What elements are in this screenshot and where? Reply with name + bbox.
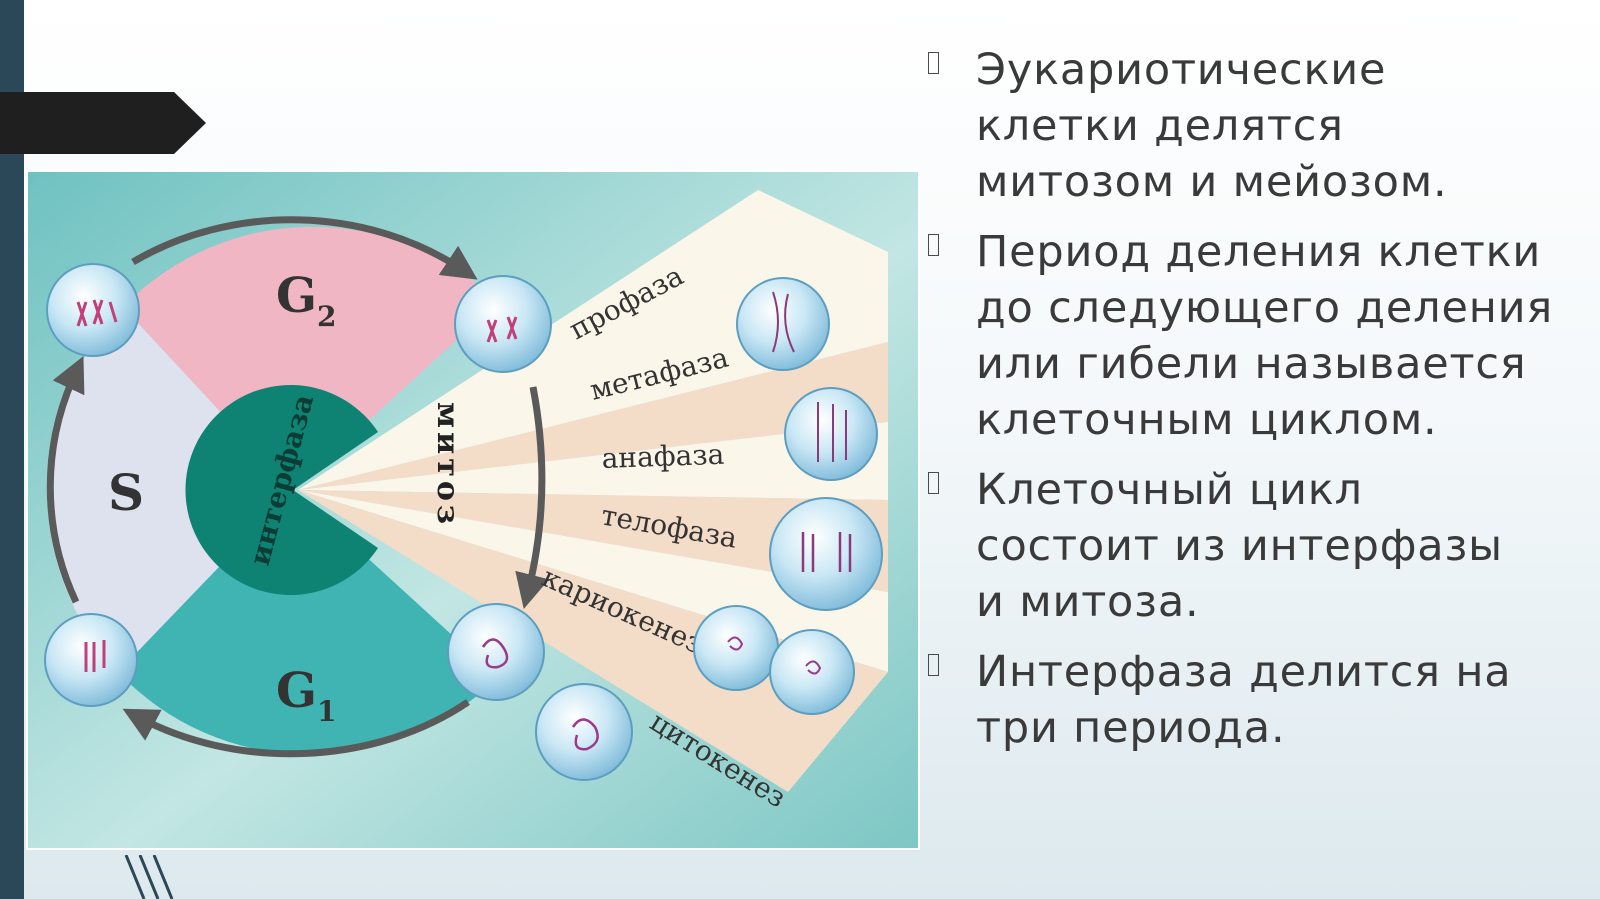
- cell-g1-end: [447, 603, 545, 701]
- mitosis-fan: [298, 190, 888, 792]
- bullet-icon: [928, 654, 939, 676]
- g1-subscript: 1: [317, 695, 336, 728]
- bullet-item: Период деления клетки до следующего деле…: [924, 224, 1584, 448]
- g2-label: G: [276, 268, 317, 324]
- cell-metaphase: [784, 387, 878, 481]
- cell-telophase: [693, 605, 855, 715]
- svg-text:G1: G1: [276, 663, 336, 728]
- bullet-item: Клеточный цикл состоит из интерфазы и ми…: [924, 462, 1584, 630]
- g1-sector: [118, 490, 498, 755]
- bullet-icon: [928, 52, 939, 74]
- s-label: S: [108, 463, 144, 522]
- stage-label-anaphase: анафаза: [601, 438, 725, 475]
- cell-g2-start: [46, 263, 140, 357]
- corner-decoration: [124, 855, 174, 899]
- g2-subscript: 2: [317, 300, 336, 333]
- cell-anaphase: [769, 497, 883, 611]
- bullet-item: Эукариотические клетки делятся митозом и…: [924, 42, 1584, 210]
- title-accent-arrow: [0, 92, 206, 154]
- cycle-arrows: [46, 216, 550, 758]
- cell-prophase: [736, 277, 830, 371]
- s-sector: [47, 307, 293, 672]
- cell-prophase-start: [454, 275, 552, 373]
- g1-label: G: [276, 663, 317, 719]
- cell-cytokinesis: [535, 683, 633, 781]
- g2-sector: [123, 226, 498, 490]
- svg-text:G2: G2: [276, 268, 336, 333]
- bullet-icon: [928, 234, 939, 256]
- cell-cycle-diagram: G2 S G1 интерфаза митоз профаза метафаза…: [28, 172, 918, 848]
- bullet-list: Эукариотические клетки делятся митозом и…: [924, 42, 1584, 770]
- bullet-text: Клеточный цикл состоит из интерфазы и ми…: [976, 465, 1503, 627]
- bullet-text: Интерфаза делится на три периода.: [976, 647, 1512, 753]
- mitosis-label: митоз: [430, 402, 465, 528]
- bullet-text: Период деления клетки до следующего деле…: [976, 227, 1554, 445]
- bullet-text: Эукариотические клетки делятся митозом и…: [976, 45, 1448, 207]
- bullet-icon: [928, 472, 939, 494]
- interphase-shape: [185, 385, 378, 595]
- bullet-item: Интерфаза делится на три периода.: [924, 644, 1584, 756]
- cell-s-phase: [44, 613, 138, 707]
